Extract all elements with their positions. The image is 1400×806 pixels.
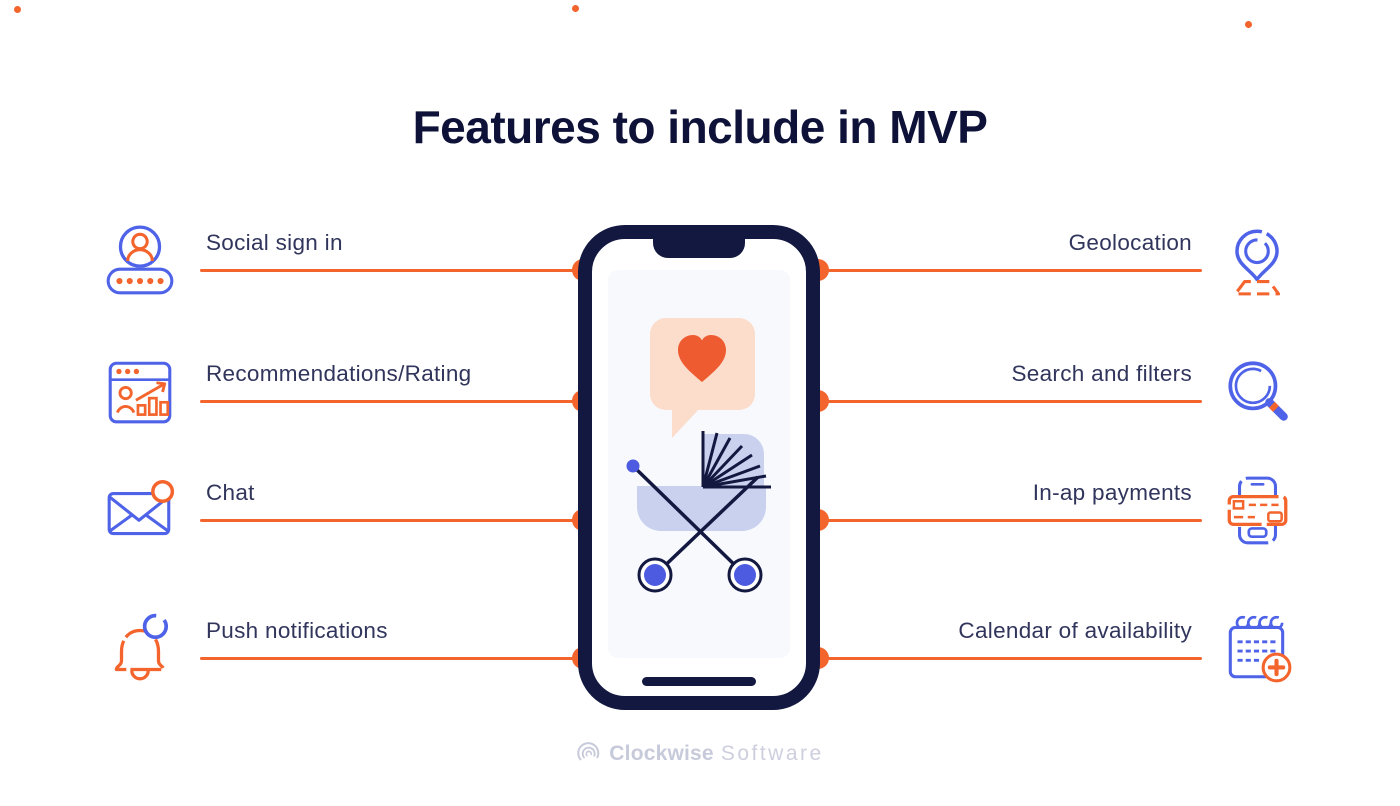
feature-label: In-ap payments [1032, 480, 1192, 505]
feature-label: Geolocation [1068, 230, 1192, 255]
heart-message-icon [650, 318, 755, 438]
feature-label: Calendar of availability [958, 618, 1192, 643]
connector-line [818, 269, 1202, 272]
user-password-icon [106, 225, 174, 295]
analytics-window-icon [108, 361, 172, 424]
feature-label: Push notifications [206, 618, 388, 643]
clockwise-logo-icon [577, 742, 600, 761]
decor-dot [14, 6, 21, 13]
feature-label: Recommendations/Rating [206, 361, 472, 386]
phone-notch [653, 238, 745, 258]
magnifier-icon [1228, 361, 1288, 421]
bell-icon [114, 613, 169, 681]
connector-line [200, 269, 584, 272]
feature-label: Social sign in [206, 230, 343, 255]
connector-line [818, 657, 1202, 660]
phone-card-icon [1227, 476, 1288, 545]
connector-line [200, 657, 584, 660]
footer-brand: Clockwise Software [0, 741, 1400, 767]
smartphone-illustration [578, 225, 820, 710]
feature-label: Search and filters [1011, 361, 1192, 386]
map-pin-icon [1233, 229, 1281, 296]
envelope-icon [107, 479, 175, 536]
home-indicator [642, 677, 756, 686]
stroller-icon [626, 431, 771, 593]
connector-line [200, 519, 584, 522]
connector-line [818, 400, 1202, 403]
calendar-plus-icon [1228, 615, 1292, 683]
decor-dot [1245, 21, 1252, 28]
brand-name-bold: Clockwise [609, 742, 714, 765]
feature-label: Chat [206, 480, 255, 505]
page-title: Features to include in MVP [412, 101, 988, 153]
connector-line [200, 400, 584, 403]
brand-name-light: Software [720, 742, 824, 765]
connector-line [818, 519, 1202, 522]
decor-dot [572, 5, 579, 12]
